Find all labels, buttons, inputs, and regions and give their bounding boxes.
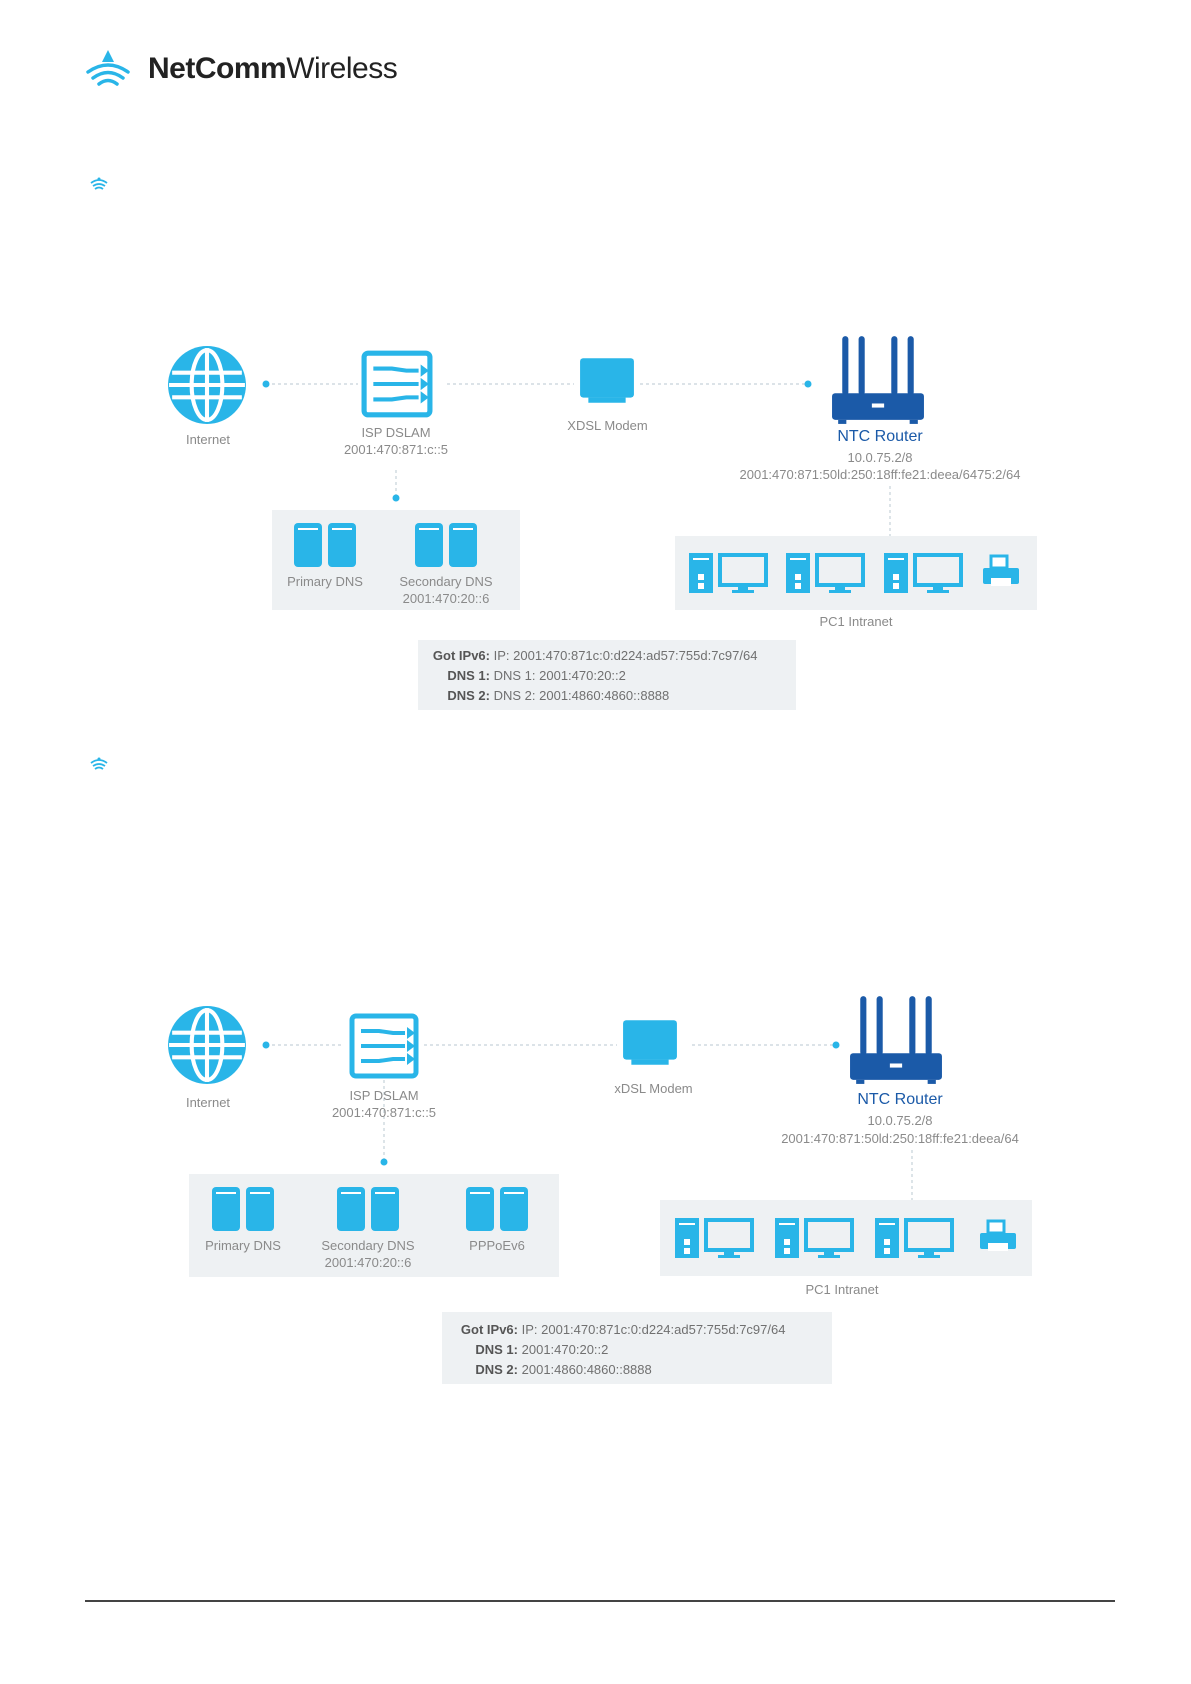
primary-dns-label: Primary DNS <box>205 1238 281 1253</box>
got-ipv6-value: IP: 2001:470:871c:0:d224:ad57:755d:7c97/… <box>493 648 758 663</box>
ipv6-result-box: Got IPv6: IP: 2001:470:871c:0:d224:ad57:… <box>442 1312 832 1384</box>
secondary-dns-ip: 2001:470:20::6 <box>324 1255 412 1270</box>
dns1-key: DNS 1: <box>475 1342 518 1357</box>
secondary-dns-server-icon <box>414 522 478 568</box>
modem-label: xDSL Modem <box>614 1081 693 1096</box>
footer-divider <box>85 1600 1115 1602</box>
dslam-icon <box>361 350 433 418</box>
secondary-dns-ip: 2001:470:20::6 <box>402 591 490 606</box>
lan-device-panel <box>675 536 1037 610</box>
brand-name: NetCommWireless <box>148 52 398 85</box>
router-label: NTC Router <box>837 428 923 445</box>
dslam-ip: 2001:470:871:c::5 <box>343 442 449 457</box>
pppoe-label: PPPoEv6 <box>469 1238 525 1253</box>
lan-label: PC1 Intranet <box>819 614 893 629</box>
printer-icon <box>978 1219 1018 1253</box>
dns2-value: DNS 2: 2001:4860:4860::8888 <box>493 688 670 703</box>
router-ipv4: 10.0.75.2/8 <box>847 450 913 465</box>
dns1-value: 2001:470:20::2 <box>521 1342 609 1357</box>
lan-device-panel <box>660 1200 1032 1276</box>
primary-dns-server-icon <box>293 522 357 568</box>
pc-icon <box>785 552 877 594</box>
router-ipv4: 10.0.75.2/8 <box>867 1113 933 1128</box>
dslam-ip: 2001:470:871:c::5 <box>331 1105 437 1120</box>
connector-lines <box>262 1041 913 1200</box>
pc-icon <box>674 1217 766 1259</box>
primary-dns-server-icon <box>211 1186 275 1232</box>
primary-dns-label: Primary DNS <box>287 574 363 589</box>
pc-icon <box>874 1217 966 1259</box>
dns-server-panel: Primary DNS Secondary DNS 2001:470:20::6… <box>189 1174 559 1277</box>
pc-icon <box>688 552 780 594</box>
internet-label: Internet <box>185 432 231 447</box>
secondary-dns-label: Secondary DNS <box>399 574 493 589</box>
dns-server-panel: Primary DNS Secondary DNS 2001:470:20::6 <box>272 510 520 610</box>
modem-label: XDSL Modem <box>567 418 648 433</box>
router-icon <box>830 334 926 426</box>
dns1-value: DNS 1: 2001:470:20::2 <box>493 668 626 683</box>
connector-lines <box>262 380 891 536</box>
got-ipv6-value: IP: 2001:470:871c:0:d224:ad57:755d:7c97/… <box>521 1322 786 1337</box>
router-label: NTC Router <box>857 1091 943 1108</box>
pc-icon <box>774 1217 866 1259</box>
printer-icon <box>981 554 1021 588</box>
secondary-dns-label: Secondary DNS <box>321 1238 415 1253</box>
got-ipv6-key: Got IPv6: <box>460 1322 518 1337</box>
dns1-key: DNS 1: <box>447 668 490 683</box>
router-ipv6: 2001:470:871:50ld:250:18ff:fe21:deea/647… <box>739 467 1021 482</box>
router-ipv6: 2001:470:871:50ld:250:18ff:fe21:deea/64 <box>781 1131 1019 1146</box>
internet-globe-icon <box>166 1004 248 1086</box>
router-icon <box>848 994 944 1086</box>
dns2-key: DNS 2: <box>475 1362 518 1377</box>
internet-label: Internet <box>185 1095 231 1110</box>
section-bullet-icon <box>88 755 110 773</box>
lan-label: PC1 Intranet <box>805 1282 879 1297</box>
secondary-dns-server-icon <box>336 1186 400 1232</box>
got-ipv6-key: Got IPv6: <box>432 648 490 663</box>
dslam-label: ISP DSLAM <box>361 425 431 440</box>
internet-globe-icon <box>166 344 248 426</box>
pppoe-server-icon <box>465 1186 529 1232</box>
dns2-key: DNS 2: <box>447 688 490 703</box>
ipv6-result-box: Got IPv6: IP: 2001:470:871c:0:d224:ad57:… <box>418 640 796 710</box>
dns2-value: 2001:4860:4860::8888 <box>521 1362 652 1377</box>
pc-icon <box>883 552 975 594</box>
dslam-label: ISP DSLAM <box>349 1088 419 1103</box>
modem-icon <box>578 356 636 406</box>
modem-icon <box>621 1018 679 1068</box>
dslam-icon <box>349 1012 419 1080</box>
brand-logo-icon <box>86 50 130 86</box>
